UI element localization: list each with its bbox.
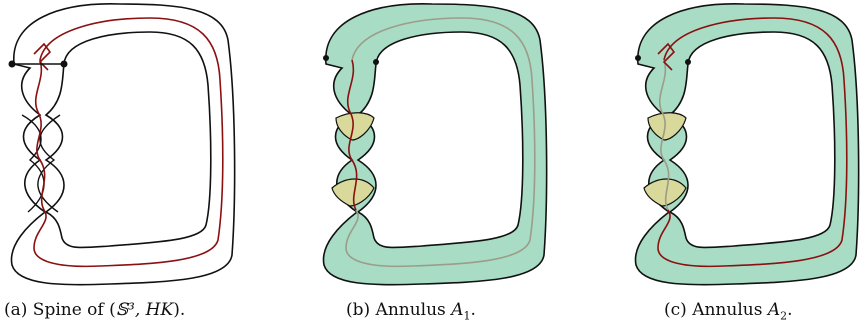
core-curve-twist <box>658 59 670 211</box>
overlap-1 <box>335 112 375 141</box>
core-curve <box>657 17 848 268</box>
annulus-a1-diagram <box>322 3 548 286</box>
vertex-left <box>323 55 329 61</box>
annulus-a1-fill <box>322 3 548 286</box>
vertex-left <box>635 55 641 61</box>
annulus-a2-fill <box>634 3 860 286</box>
vertex-right <box>685 59 691 65</box>
overlap-2 <box>643 178 687 207</box>
spine-diagram <box>8 3 236 286</box>
overlap-2 <box>331 178 375 207</box>
vertex-right <box>373 59 379 65</box>
core-curve-gray <box>345 17 536 268</box>
twist-strand-1 <box>21 114 45 213</box>
inner-boundary <box>44 31 212 249</box>
caption-b: (b) Annulus A1. <box>346 300 476 323</box>
core-curve-red-segment <box>346 59 358 211</box>
core-curve <box>33 17 224 268</box>
caption-a: (a) Spine of (𝕊³, HK). <box>4 300 186 320</box>
core-knot <box>657 42 676 71</box>
panel-annulus-a1: (b) Annulus A1. <box>312 0 552 322</box>
outer-boundary <box>10 3 236 286</box>
annulus-a2-diagram <box>634 3 860 286</box>
panel-spine: (a) Spine of (𝕊³, HK). <box>0 0 240 320</box>
panel-annulus-a2: (c) Annulus A2. <box>624 0 864 322</box>
overlap-1 <box>647 112 687 141</box>
caption-c: (c) Annulus A2. <box>664 300 793 323</box>
